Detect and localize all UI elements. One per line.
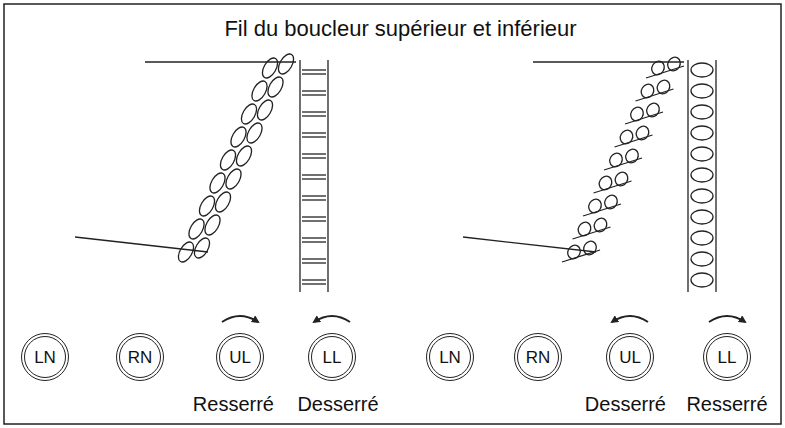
dial-circle: LN [426, 333, 474, 381]
dial-label: RN [526, 349, 551, 366]
dial-circle: LN [21, 333, 69, 381]
fabric-right [463, 55, 716, 292]
dial-circle: RN [116, 333, 164, 381]
dial-label: UL [229, 349, 251, 366]
dial-arrows [222, 316, 745, 322]
dial-label: RN [128, 349, 153, 366]
dial-circle: LL [703, 333, 751, 381]
dial-label: UL [619, 349, 641, 366]
dial-label: LN [34, 349, 56, 366]
dial-label: LL [323, 349, 342, 366]
frame [4, 4, 781, 424]
adjust-label: Resserré [193, 393, 274, 416]
adjust-label: Resserré [686, 393, 767, 416]
title: Fil du boucleur supérieur et inférieur [224, 16, 576, 42]
fabric-left [75, 51, 328, 292]
adjust-label: Desserré [297, 393, 378, 416]
adjust-label: Desserré [585, 393, 666, 416]
dial-label: LN [439, 349, 461, 366]
dial-circle: RN [514, 333, 562, 381]
dial-circle: UL [216, 333, 264, 381]
dial-circle: LL [308, 333, 356, 381]
dial-label: LL [718, 349, 737, 366]
dial-circle: UL [606, 333, 654, 381]
